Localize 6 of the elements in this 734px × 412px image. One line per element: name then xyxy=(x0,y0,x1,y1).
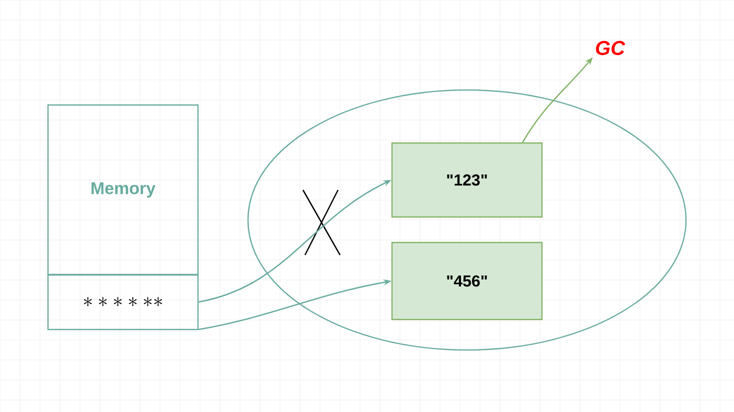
string-box: "456" xyxy=(391,242,543,320)
ellipse xyxy=(247,89,687,351)
string-box: "123" xyxy=(391,142,543,218)
memory-box: Memory xyxy=(47,104,199,276)
memory-box: $******$ xyxy=(47,274,199,330)
gc-label: GC xyxy=(596,40,626,56)
